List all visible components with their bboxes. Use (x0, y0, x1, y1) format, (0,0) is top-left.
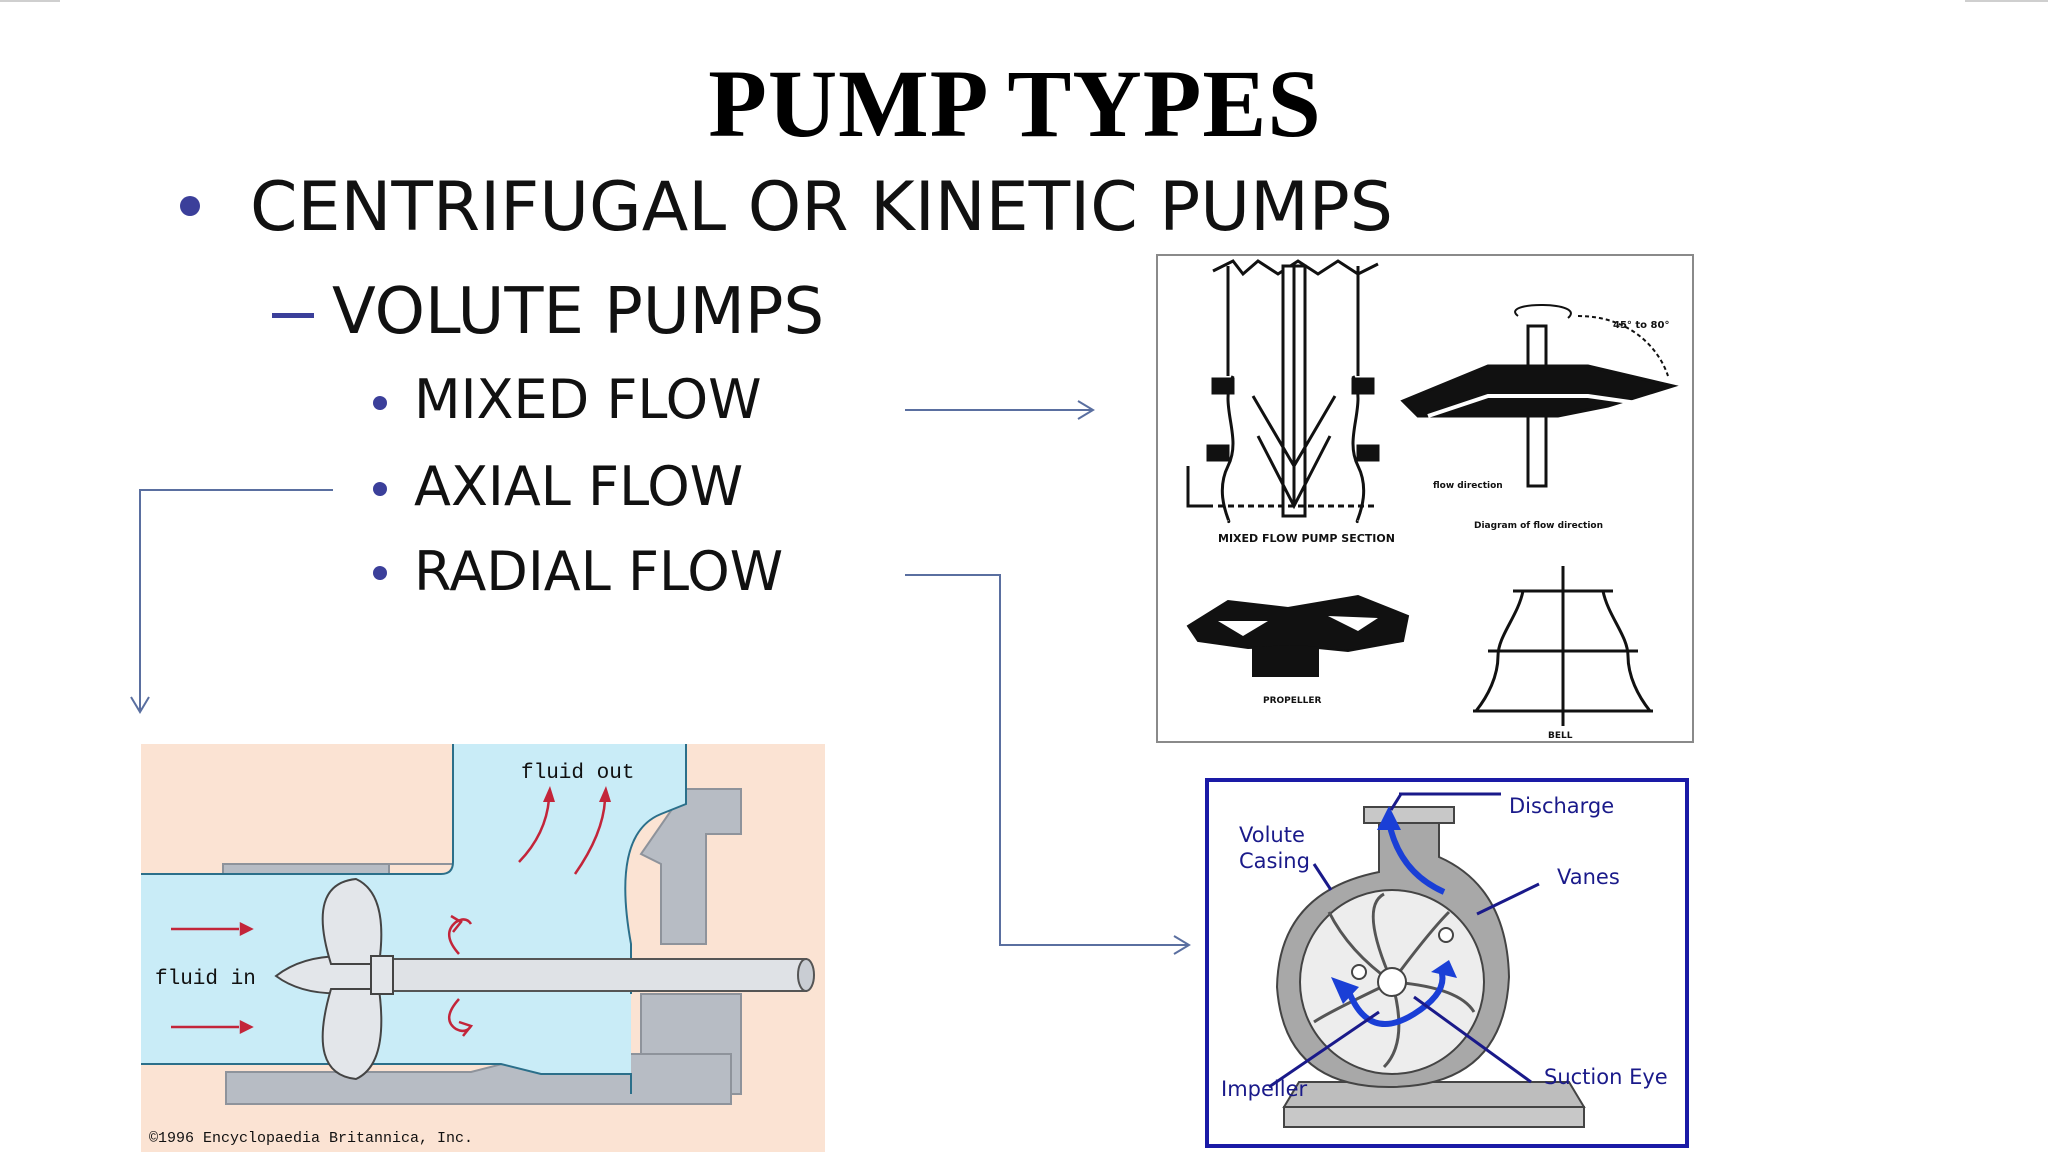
flow-direction-drawing (1400, 324, 1679, 488)
radial-flow-drawing: Discharge Volute Casing Vanes Impeller S… (1221, 792, 1668, 1128)
bell-label: BELL (1548, 731, 1573, 741)
rotation-arrow-icon (1514, 304, 1572, 319)
arrow-head-icon (1077, 400, 1095, 420)
axial-flow-connector (139, 489, 333, 710)
arrow-head-icon (1173, 935, 1191, 955)
bullet-dot (373, 396, 387, 410)
volute-label: Volute (1239, 823, 1305, 847)
sub-bullet-volute: VOLUTE PUMPS (332, 275, 825, 349)
bullet-dot (373, 482, 387, 496)
bullet-centrifugal: CENTRIFUGAL OR KINETIC PUMPS (250, 168, 1393, 247)
item-radial-flow: RADIAL FLOW (414, 540, 784, 603)
flow-arrow-icon (1346, 821, 1446, 1027)
slide-title: PUMP TYPES (708, 50, 1322, 157)
mixed-flow-figure: MIXED FLOW PUMP SECTION 45° to 80° flow … (1156, 254, 1694, 743)
flow-direction-label: flow direction (1433, 481, 1503, 491)
flow-out-arrow-icon (518, 798, 607, 875)
bullet-dot (373, 566, 387, 580)
axial-flow-drawing: fluid out fluid in ©1996 Encyclopaedia B… (141, 744, 815, 1147)
fluid-out-label: fluid out (521, 762, 634, 785)
item-axial-flow: AXIAL FLOW (414, 455, 744, 518)
suction-eye-label: Suction Eye (1544, 1065, 1668, 1089)
bell-drawing (1473, 566, 1653, 726)
impeller-label: Impeller (1221, 1077, 1307, 1101)
mixed-flow-drawing: MIXED FLOW PUMP SECTION 45° to 80° flow … (1186, 259, 1679, 741)
top-right-rule (1965, 0, 2048, 2)
caption-section: MIXED FLOW PUMP SECTION (1218, 532, 1395, 545)
top-left-rule (0, 0, 60, 2)
fluid-in-label: fluid in (155, 968, 256, 991)
shaft (390, 958, 807, 992)
propeller-label: PROPELLER (1263, 696, 1322, 706)
credit-label: ©1996 Encyclopaedia Britannica, Inc. (149, 1130, 473, 1147)
rotation-arrow-icon (448, 914, 474, 1037)
vanes-label: Vanes (1557, 865, 1620, 889)
propeller-drawing (1186, 594, 1410, 677)
discharge-label: Discharge (1509, 794, 1614, 818)
propeller-icon (274, 877, 394, 1081)
item-mixed-flow: MIXED FLOW (414, 368, 762, 431)
caption-diagram: Diagram of flow direction (1474, 521, 1603, 531)
dash-bullet (272, 313, 314, 318)
radial-flow-connector (905, 574, 1188, 946)
pump-section-drawing (1186, 259, 1380, 523)
flow-arrow-icon (171, 921, 254, 1035)
bullet-dot (180, 196, 200, 216)
angle-label: 45° to 80° (1613, 320, 1669, 331)
radial-flow-figure: Discharge Volute Casing Vanes Impeller S… (1205, 778, 1689, 1148)
arrow-head-icon (130, 696, 150, 714)
arrow-head-icon (1331, 806, 1457, 1004)
casing-label: Casing (1239, 849, 1310, 873)
axial-flow-figure: fluid out fluid in ©1996 Encyclopaedia B… (141, 744, 825, 1152)
